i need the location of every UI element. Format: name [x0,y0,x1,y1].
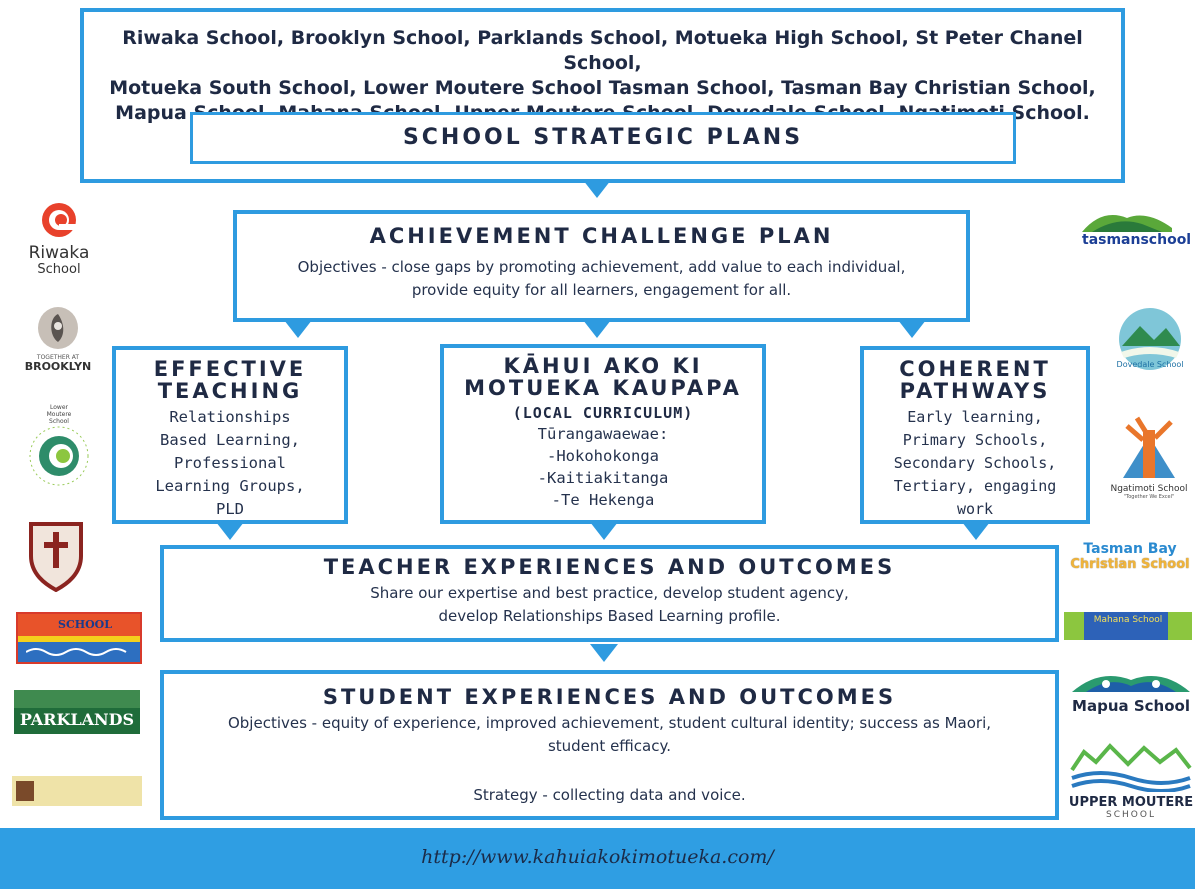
brooklyn-logo-text: BROOKLYN [24,360,92,373]
ngatimoti-motto: "Together We Excel" [1123,494,1175,500]
footer-bar: http://www.kahuiakokimotueka.com/ [0,828,1195,889]
motueka-high-logo [12,776,142,806]
teacher-line-1: Share our expertise and best practice, d… [370,584,849,602]
strategic-plans-box: SCHOOL STRATEGIC PLANS [190,112,1016,164]
student-line-1: Objectives - equity of experience, impro… [227,714,992,732]
st-peter-chanel-logo [25,518,87,596]
motueka-south-logo-text: SCHOOL [58,618,112,631]
student-experiences-box: STUDENT EXPERIENCES AND OUTCOMES Objecti… [160,670,1059,820]
kahui-subtitle: (LOCAL CURRICULUM) [512,404,694,422]
coherent-title-2: PATHWAYS [899,379,1051,403]
mahana-logo-text: Mahana School [1093,615,1163,625]
tbcs-line-1: Tasman Bay [1083,541,1177,557]
effective-title-2: TEACHING [157,379,303,403]
effective-line-4: Learning Groups, [155,477,305,495]
mapua-school-logo: Mapua School [1068,668,1194,715]
achievement-line-1: Objectives - close gaps by promoting ach… [297,258,906,276]
brooklyn-logo: TOGETHER AT BROOKLYN [22,306,94,373]
lower-moutere-koru-icon [29,426,89,486]
kahui-title-1: KĀHUI AKO KI [503,354,703,378]
waves-icon [26,648,127,656]
kahui-line-3: -Kaitiakitanga [537,469,669,487]
lower-moutere-logo-text: Lower Moutere School [46,404,72,425]
brooklyn-small-text: TOGETHER AT [36,354,80,361]
arrow-teacher-center [590,522,618,540]
riwaka-logo: Riwaka School [22,200,96,277]
crest-icon [29,522,83,593]
strategic-plans-title: SCHOOL STRATEGIC PLANS [402,125,804,150]
coherent-line-1: Early learning, [907,408,1043,426]
effective-line-5: PLD [216,500,244,518]
tasman-bay-christian-logo: Tasman Bay Christian School [1066,541,1194,573]
teacher-title: TEACHER EXPERIENCES AND OUTCOMES [323,555,896,579]
achievement-line-2: provide equity for all learners, engagem… [411,281,792,299]
effective-line-3: Professional [174,454,286,472]
effective-title-1: EFFECTIVE [153,357,307,381]
tbcs-line-2: Christian School [1070,557,1190,572]
footer-url-link[interactable]: http://www.kahuiakokimotueka.com/ [421,846,774,868]
teacher-experiences-box: TEACHER EXPERIENCES AND OUTCOMES Share o… [160,545,1059,642]
student-title: STUDENT EXPERIENCES AND OUTCOMES [322,685,897,709]
student-strategy: Strategy - collecting data and voice. [473,786,746,804]
schools-list-line-1: Riwaka School, Brooklyn School, Parkland… [122,27,1083,74]
ngatimoti-logo-text: Ngatimoti School [1110,484,1188,494]
coherent-line-2: Primary Schools, [902,431,1048,449]
schools-header-box: Riwaka School, Brooklyn School, Parkland… [80,8,1125,183]
kahui-line-2: -Hokohokonga [547,447,659,465]
coherent-title-1: COHERENT [899,357,1051,381]
teacher-line-2: develop Relationships Based Learning pro… [438,607,781,625]
schools-list-line-2: Motueka South School, Lower Moutere Scho… [109,77,1096,99]
arrow-down-student [590,644,618,662]
lower-moutere-logo: Lower Moutere School [20,404,98,491]
ngatimoti-logo: Ngatimoti School "Together We Excel" [1108,416,1190,500]
arrow-teacher-right [962,522,990,540]
upper-moutere-line-2: SCHOOL [1106,810,1156,820]
motueka-south-logo: SCHOOL [16,612,142,664]
mahana-school-logo: Mahana School [1064,612,1192,640]
brooklyn-emblem-icon [38,307,78,349]
dovedale-emblem-icon [1119,308,1181,370]
arrow-down-center [583,320,611,338]
upper-moutere-logo: UPPER MOUTERE SCHOOL [1068,740,1194,821]
effective-teaching-box: EFFECTIVE TEACHING Relationships Based L… [112,346,348,524]
coherent-line-3: Secondary Schools, [893,454,1057,472]
arrow-teacher-left [216,522,244,540]
achievement-challenge-box: ACHIEVEMENT CHALLENGE PLAN Objectives - … [233,210,970,322]
kahui-line-1: Tūrangawaewae: [537,425,669,443]
ngatimoti-tree-icon [1123,416,1175,478]
student-line-2: student efficacy. [547,737,672,755]
tasman-school-logo-text: tasmanschool [1082,232,1192,248]
kahui-line-4: -Te Hekenga [551,491,655,509]
dovedale-logo: Dovedale School [1114,306,1186,370]
arrow-down-1 [583,180,611,198]
parklands-logo: PARKLANDS [14,690,140,734]
upper-moutere-line-1: UPPER MOUTERE [1068,795,1194,810]
dovedale-logo-text: Dovedale School [1116,360,1184,369]
parklands-logo-text: PARKLANDS [19,710,135,729]
mapua-waves-icon [1072,676,1190,692]
mapua-logo-text: Mapua School [1072,697,1190,715]
riwaka-logo-sub: School [37,262,81,277]
achievement-title: ACHIEVEMENT CHALLENGE PLAN [369,224,834,248]
arrow-down-right [898,320,926,338]
kahui-ako-box: KĀHUI AKO KI MOTUEKA KAUPAPA (LOCAL CURR… [440,344,766,524]
tasman-school-logo: tasmanschool [1082,208,1192,248]
arrow-down-left [284,320,312,338]
riwaka-logo-name: Riwaka [28,243,90,263]
upper-moutere-hills-icon [1070,743,1192,793]
kahui-title-2: MOTUEKA KAUPAPA [464,376,742,400]
riwaka-swirl-icon [42,203,77,237]
tasman-hills-icon [1082,215,1172,232]
coherent-pathways-box: COHERENT PATHWAYS Early learning, Primar… [860,346,1090,524]
coherent-line-4: Tertiary, engaging [893,477,1057,495]
coherent-line-5: work [956,500,994,518]
effective-line-2: Based Learning, [160,431,300,449]
effective-line-1: Relationships [169,408,291,426]
